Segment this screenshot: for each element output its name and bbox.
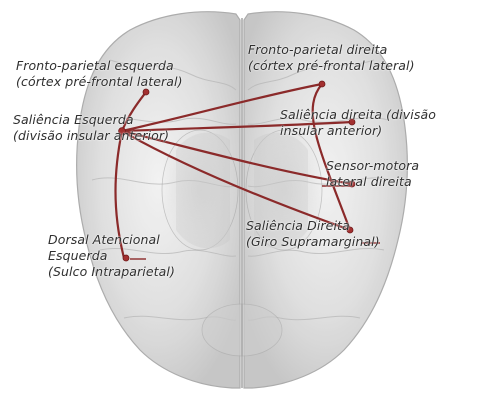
label-line: Fronto-parietal direita	[248, 42, 415, 58]
label-line: Saliência Esquerda	[13, 112, 169, 128]
label-line: (córtex pré-frontal lateral)	[16, 74, 183, 90]
label-salience-right-insular: Saliência direita (divisão insular anter…	[280, 107, 436, 139]
label-fronto-parietal-right: Fronto-parietal direita (córtex pré-fron…	[248, 42, 415, 74]
label-line: (Giro Supramarginal)	[246, 234, 380, 250]
label-dorsal-attention-left: Dorsal Atencional Esquerda (Sulco Intrap…	[48, 232, 175, 280]
label-line: Dorsal Atencional	[48, 232, 175, 248]
label-fronto-parietal-left: Fronto-parietal esquerda (córtex pré-fro…	[16, 58, 183, 90]
label-sensorimotor: Sensor-motora lateral direita	[326, 158, 419, 190]
label-line: insular anterior)	[280, 123, 436, 139]
label-line: (Sulco Intraparietal)	[48, 264, 175, 280]
label-salience-left: Saliência Esquerda (divisão insular ante…	[13, 112, 169, 144]
label-line: lateral direita	[326, 174, 419, 190]
label-line: Esquerda	[48, 248, 175, 264]
label-line: Saliência Direita	[246, 218, 380, 234]
label-line: (córtex pré-frontal lateral)	[248, 58, 415, 74]
label-line: (divisão insular anterior)	[13, 128, 169, 144]
label-line: Sensor-motora	[326, 158, 419, 174]
label-salience-right-supramarginal: Saliência Direita (Giro Supramarginal)	[246, 218, 380, 250]
label-line: Fronto-parietal esquerda	[16, 58, 183, 74]
node-fp-right	[319, 81, 325, 87]
label-line: Saliência direita (divisão	[280, 107, 436, 123]
